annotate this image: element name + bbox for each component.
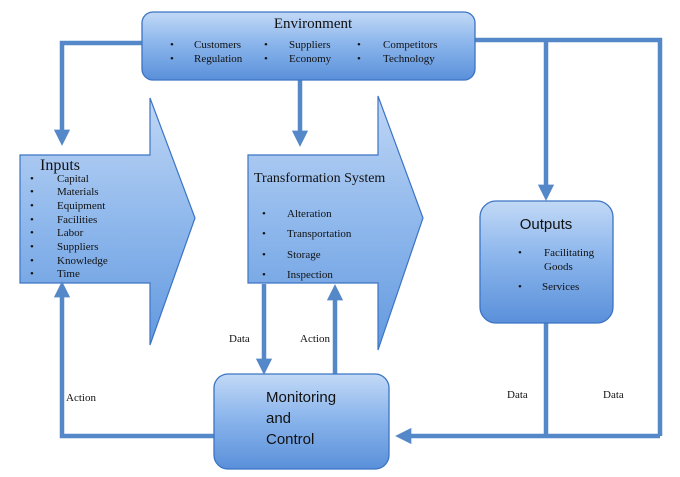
flow-label-data: Data xyxy=(507,389,528,401)
environment-item: Regulation xyxy=(194,53,243,65)
bullet: • xyxy=(262,269,266,281)
inputs-item: Equipment xyxy=(57,200,105,212)
bullet: • xyxy=(170,39,174,51)
bullet: • xyxy=(30,173,34,185)
transformation-item: Alteration xyxy=(287,208,332,220)
bullet: • xyxy=(30,200,34,212)
bullet: • xyxy=(264,39,268,51)
transformation-title: Transformation System xyxy=(254,171,385,186)
monitoring-line: Control xyxy=(266,431,314,448)
transformation-item: Transportation xyxy=(287,228,352,240)
environment-item: Suppliers xyxy=(289,39,331,51)
outputs-item: Goods xyxy=(544,261,573,273)
monitoring-line: and xyxy=(266,410,291,427)
environment-box xyxy=(141,11,476,81)
environment-title: Environment xyxy=(274,16,353,32)
environment-item: Technology xyxy=(383,53,435,65)
environment-item: Economy xyxy=(289,53,332,65)
bullet: • xyxy=(357,39,361,51)
inputs-item: Time xyxy=(57,268,80,280)
monitoring-line: Monitoring xyxy=(266,389,336,406)
monitoring-control-box xyxy=(213,373,390,470)
bullet: • xyxy=(262,208,266,220)
inputs-item: Labor xyxy=(57,227,84,239)
inputs-item: Suppliers xyxy=(57,241,99,253)
flow-label-data: Data xyxy=(229,333,250,345)
bullet: • xyxy=(264,53,268,65)
inputs-item: Knowledge xyxy=(57,255,108,267)
outputs-item: Facilitating xyxy=(544,247,595,259)
environment-right-connector xyxy=(475,37,663,436)
flow-label-action: Action xyxy=(66,392,96,404)
bullet: • xyxy=(30,241,34,253)
outputs-title: Outputs xyxy=(520,216,573,233)
inputs-block-arrow xyxy=(19,97,196,346)
outputs-box xyxy=(479,200,614,324)
inputs-item: Facilities xyxy=(57,214,97,226)
bullet: • xyxy=(30,214,34,226)
bullet: • xyxy=(262,228,266,240)
transformation-item: Storage xyxy=(287,249,321,261)
bullet: • xyxy=(262,249,266,261)
bullet: • xyxy=(518,281,522,293)
bullet: • xyxy=(357,53,361,65)
inputs-item: Materials xyxy=(57,186,99,198)
bullet: • xyxy=(30,227,34,239)
bullet: • xyxy=(170,53,174,65)
bullet: • xyxy=(30,268,34,280)
bullet: • xyxy=(30,255,34,267)
flow-label-action: Action xyxy=(300,333,330,345)
inputs-item: Capital xyxy=(57,173,89,185)
inputs-title: Inputs xyxy=(40,157,80,174)
transformation-block-arrow xyxy=(247,95,424,351)
transformation-item: Inspection xyxy=(287,269,333,281)
flow-label-data: Data xyxy=(603,389,624,401)
bullet: • xyxy=(518,247,522,259)
environment-item: Customers xyxy=(194,39,241,51)
environment-item: Competitors xyxy=(383,39,437,51)
control-to-inputs-action-connector xyxy=(53,281,214,439)
outputs-item: Services xyxy=(542,281,579,293)
environment-to-inputs-connector xyxy=(53,40,142,146)
bullet: • xyxy=(30,186,34,198)
